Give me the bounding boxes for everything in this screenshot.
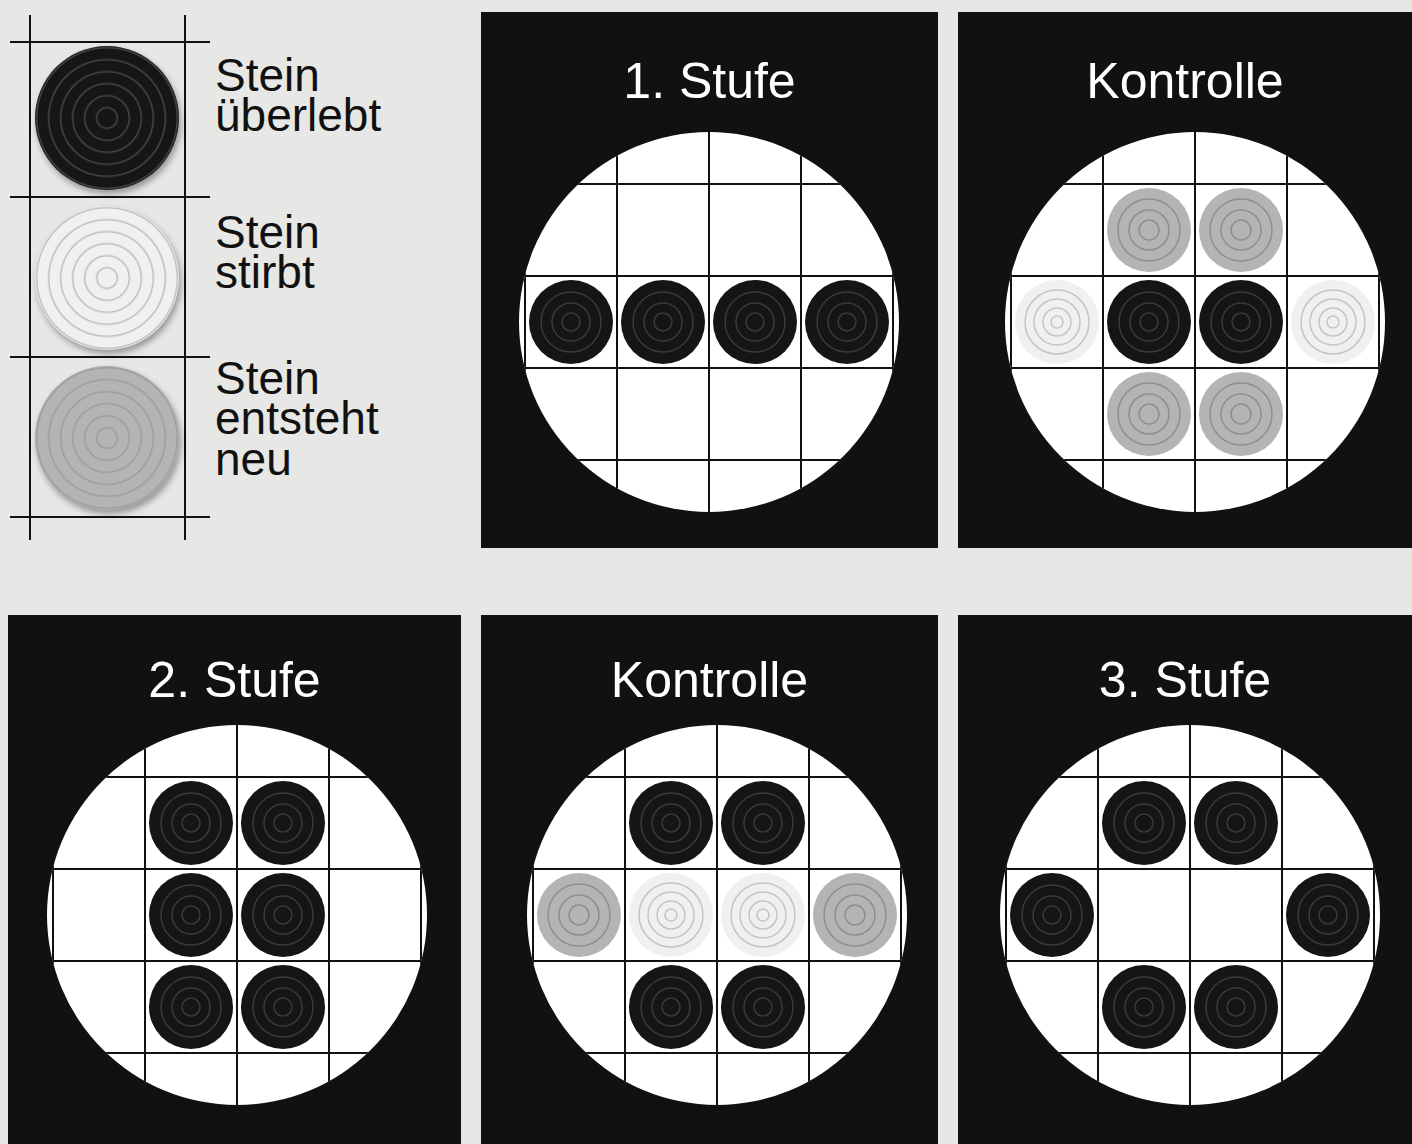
panel-title: Kontrolle — [481, 653, 938, 708]
panel-title: 2. Stufe — [8, 653, 461, 708]
legend-label: Stein stirbt — [215, 212, 430, 293]
legend-stone — [35, 46, 179, 190]
stage-panel: 2. Stufe — [8, 615, 461, 1144]
panel-title: 1. Stufe — [481, 54, 938, 109]
stage-panel: Kontrolle — [481, 615, 938, 1144]
legend-stone — [35, 206, 179, 350]
stage-panel: 3. Stufe — [958, 615, 1412, 1144]
stage-panel: 1. Stufe — [481, 12, 938, 548]
legend-label: Stein überlebt — [215, 55, 430, 136]
legend-entry: Stein stirbt — [215, 212, 430, 293]
legend-label: Stein entsteht neu — [215, 358, 430, 479]
legend-entry: Stein entsteht neu — [215, 358, 430, 479]
panel-title: Kontrolle — [958, 54, 1412, 109]
stage-panel: Kontrolle — [958, 12, 1412, 548]
legend-entry: Stein überlebt — [215, 55, 430, 136]
panel-title: 3. Stufe — [958, 653, 1412, 708]
legend-stone — [35, 366, 179, 510]
